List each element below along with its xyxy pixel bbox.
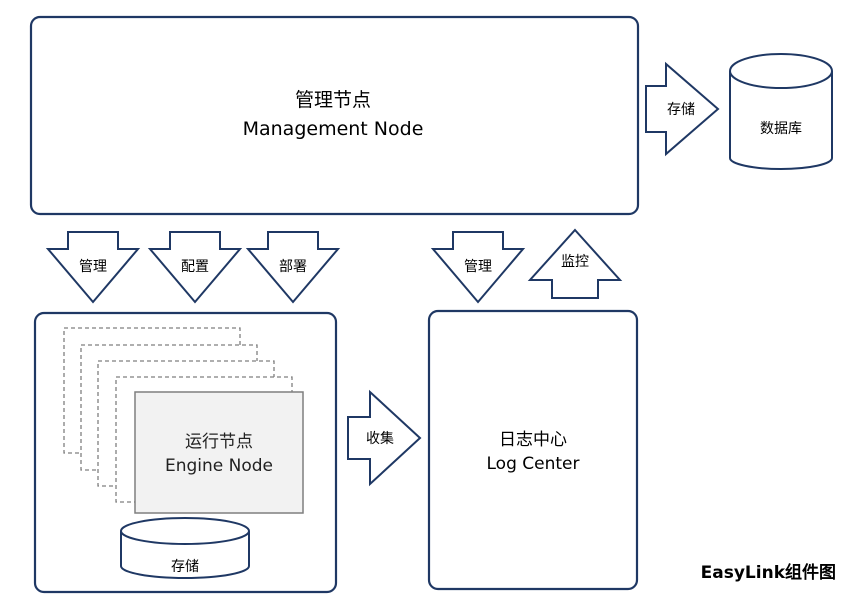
- database-cylinder: [729, 53, 833, 170]
- manage-log-arrow-label: 管理: [464, 259, 492, 275]
- log-center-title-en: Log Center: [487, 454, 580, 474]
- monitor-arrow-label: 监控: [561, 254, 589, 270]
- collect-arrow: [347, 389, 422, 487]
- configure-arrow: [147, 231, 243, 304]
- monitor-arrow: [527, 228, 623, 299]
- store-arrow: [645, 61, 720, 157]
- manage-engine-arrow: [45, 231, 141, 304]
- manage-log-arrow: [430, 231, 526, 304]
- engine-node-title-cn: 运行节点: [185, 432, 253, 452]
- log-center-title-cn: 日志中心: [499, 430, 567, 450]
- deploy-arrow-label: 部署: [279, 259, 307, 275]
- deploy-arrow: [245, 231, 341, 304]
- configure-arrow-label: 配置: [181, 259, 209, 275]
- management-node-title-en: Management Node: [243, 118, 424, 140]
- log-center-box: [427, 309, 639, 591]
- collect-arrow-label: 收集: [366, 430, 394, 447]
- engine-storage-cylinder: [120, 517, 250, 579]
- engine-node-box: [134, 391, 304, 514]
- store-arrow-label: 存储: [667, 102, 695, 118]
- database-label: 数据库: [760, 121, 802, 137]
- management-node-box: [29, 15, 640, 216]
- management-node-title-cn: 管理节点: [295, 89, 371, 111]
- engine-storage-label: 存储: [171, 559, 199, 575]
- manage-engine-arrow-label: 管理: [79, 259, 107, 275]
- engine-node-title-en: Engine Node: [165, 456, 273, 476]
- diagram-caption: EasyLink组件图: [701, 562, 836, 583]
